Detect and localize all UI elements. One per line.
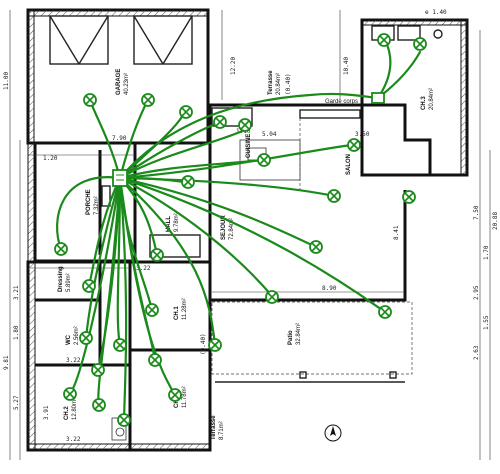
room-name-patio: Patio xyxy=(288,330,294,345)
lamp-layer xyxy=(54,33,427,427)
room-name-hall: HALL xyxy=(166,216,172,232)
lamp-kitchen-1-icon[interactable] xyxy=(213,115,227,129)
room-name-terrasse-top: Terrasse xyxy=(268,70,274,95)
lamp-kitchen-2-icon[interactable] xyxy=(238,118,252,132)
room-area-dressing: 5.89m² xyxy=(66,273,72,292)
lamp-ch4-2-icon[interactable] xyxy=(168,388,182,402)
lamp-salon-3-icon[interactable] xyxy=(402,190,416,204)
dim-1040: 10.40 xyxy=(343,57,350,75)
room-area-porche: 7.32m² xyxy=(94,196,100,215)
lamp-corridor-icon[interactable] xyxy=(113,338,127,352)
room-name-ch2: CH.2 xyxy=(64,406,70,420)
lamp-terrace-icon[interactable] xyxy=(208,338,222,352)
lamp-salon-2-icon[interactable] xyxy=(327,189,341,203)
dim-120: 1.20 xyxy=(43,155,58,162)
dim-1100: 11.00 xyxy=(3,72,10,90)
north-arrow-icon xyxy=(324,424,342,442)
dim-1220: 12.20 xyxy=(230,57,237,75)
room-area-ch2: 12.80m² xyxy=(72,398,78,420)
dim-top: e 1.40 xyxy=(425,9,447,16)
garage-door-left xyxy=(49,15,109,65)
dim-790: 7.90 xyxy=(112,135,127,142)
lamp-ch3-2-icon[interactable] xyxy=(413,37,427,51)
lamp-porche-icon[interactable] xyxy=(54,242,68,256)
patio-outline xyxy=(211,301,413,375)
lamp-garage-1-icon[interactable] xyxy=(83,93,97,107)
dim-350: 3.50 xyxy=(355,131,370,138)
lamp-dressing-icon[interactable] xyxy=(82,279,96,293)
electrical-wiring xyxy=(56,38,422,422)
dim-040a: (0.40) xyxy=(200,333,207,355)
lamp-garage-2-icon[interactable] xyxy=(141,93,155,107)
dim-890: 8.90 xyxy=(322,285,337,292)
room-name-wc: WC xyxy=(66,334,72,345)
lamp-ch3-1-icon[interactable] xyxy=(377,33,391,47)
dim-322c: 3.22 xyxy=(66,436,81,443)
lamp-wc-icon[interactable] xyxy=(79,331,93,345)
garage-door-right xyxy=(133,15,193,65)
dim-2088: 20.88 xyxy=(492,212,499,230)
room-name-terrasse-bottom: Terrasse xyxy=(211,415,217,440)
room-name-garage: GARAGE xyxy=(116,69,122,95)
lamp-sejour-2-icon[interactable] xyxy=(265,290,279,304)
dim-981: 9.81 xyxy=(3,355,10,370)
salon-top-wall xyxy=(208,103,467,177)
dim-527: 5.27 xyxy=(13,395,20,410)
room-labels: GARAGE 40.23m² CH.3 20.84m² CUISINE SALO… xyxy=(58,69,435,440)
hall-closet xyxy=(149,234,201,258)
dim-170: 1.70 xyxy=(483,245,490,260)
lamp-entry-icon[interactable] xyxy=(181,175,195,189)
sejour-walls xyxy=(210,190,407,302)
lamp-bath-icon[interactable] xyxy=(117,413,131,427)
dim-155: 1.55 xyxy=(483,315,490,330)
dim-295: 2.95 xyxy=(473,285,480,300)
lamp-salon-1-icon[interactable] xyxy=(347,138,361,152)
dim-263: 2.63 xyxy=(473,345,480,360)
room-area-terrasse-top: 20.84m² xyxy=(276,73,282,95)
room-area-terrasse-bottom: 8.71m² xyxy=(219,421,225,440)
lamp-ch2-1-icon[interactable] xyxy=(63,387,77,401)
room-area-sejour: 72.84m² xyxy=(229,218,235,240)
lamp-sejour-1-icon[interactable] xyxy=(309,240,323,254)
lamp-garage-3-icon[interactable] xyxy=(179,105,193,119)
room-name-cuisine: CUISINE xyxy=(246,134,252,158)
dim-322b: 3.22 xyxy=(66,357,81,364)
lamp-ch1-icon[interactable] xyxy=(145,303,159,317)
dim-841: 8.41 xyxy=(393,225,400,240)
room-name-dressing: Dressing xyxy=(58,266,64,292)
lamp-ch2-2-icon[interactable] xyxy=(92,398,106,412)
electrical-panel-icon[interactable] xyxy=(112,169,128,187)
dim-180: 1.80 xyxy=(13,325,20,340)
dim-391: 3.91 xyxy=(43,405,50,420)
lamp-hall-1-icon[interactable] xyxy=(150,248,164,262)
room-area-patio: 32.84m² xyxy=(296,323,302,345)
lamp-ch4-1-icon[interactable] xyxy=(148,353,162,367)
lamp-corridor-2-icon[interactable] xyxy=(91,363,105,377)
room-name-sejour: SEJOUR xyxy=(221,215,227,240)
room-name-ch3: CH.3 xyxy=(421,96,427,110)
room-area-hall: 9.78m² xyxy=(174,213,180,232)
lamp-kitchen-3-icon[interactable] xyxy=(257,153,271,167)
dim-322a: 3.22 xyxy=(136,265,151,272)
dim-040b: (0.40) xyxy=(285,73,292,95)
room-area-wc: 2.56m² xyxy=(74,326,80,345)
lamp-sejour-3-icon[interactable] xyxy=(378,305,392,319)
dim-321: 3.21 xyxy=(13,285,20,300)
dimension-lines: e 1.40 7.90 5.04 3.50 8.90 3.22 3.22 3.2… xyxy=(3,9,499,460)
room-area-ch3: 20.84m² xyxy=(429,88,435,110)
label-garde-corps: Garde corps xyxy=(325,99,358,105)
room-name-ch1: CH.1 xyxy=(174,306,180,320)
room-name-porche: PORCHE xyxy=(86,189,92,215)
dim-504: 5.04 xyxy=(262,131,277,138)
room-name-salon: SALON xyxy=(346,154,352,175)
dim-750: 7.50 xyxy=(473,205,480,220)
room-area-ch4: 11.78m² xyxy=(182,386,188,408)
room-area-garage: 40.23m² xyxy=(124,73,130,95)
junction-box-icon[interactable] xyxy=(371,92,385,104)
room-area-ch1: 11.28m² xyxy=(182,298,188,320)
